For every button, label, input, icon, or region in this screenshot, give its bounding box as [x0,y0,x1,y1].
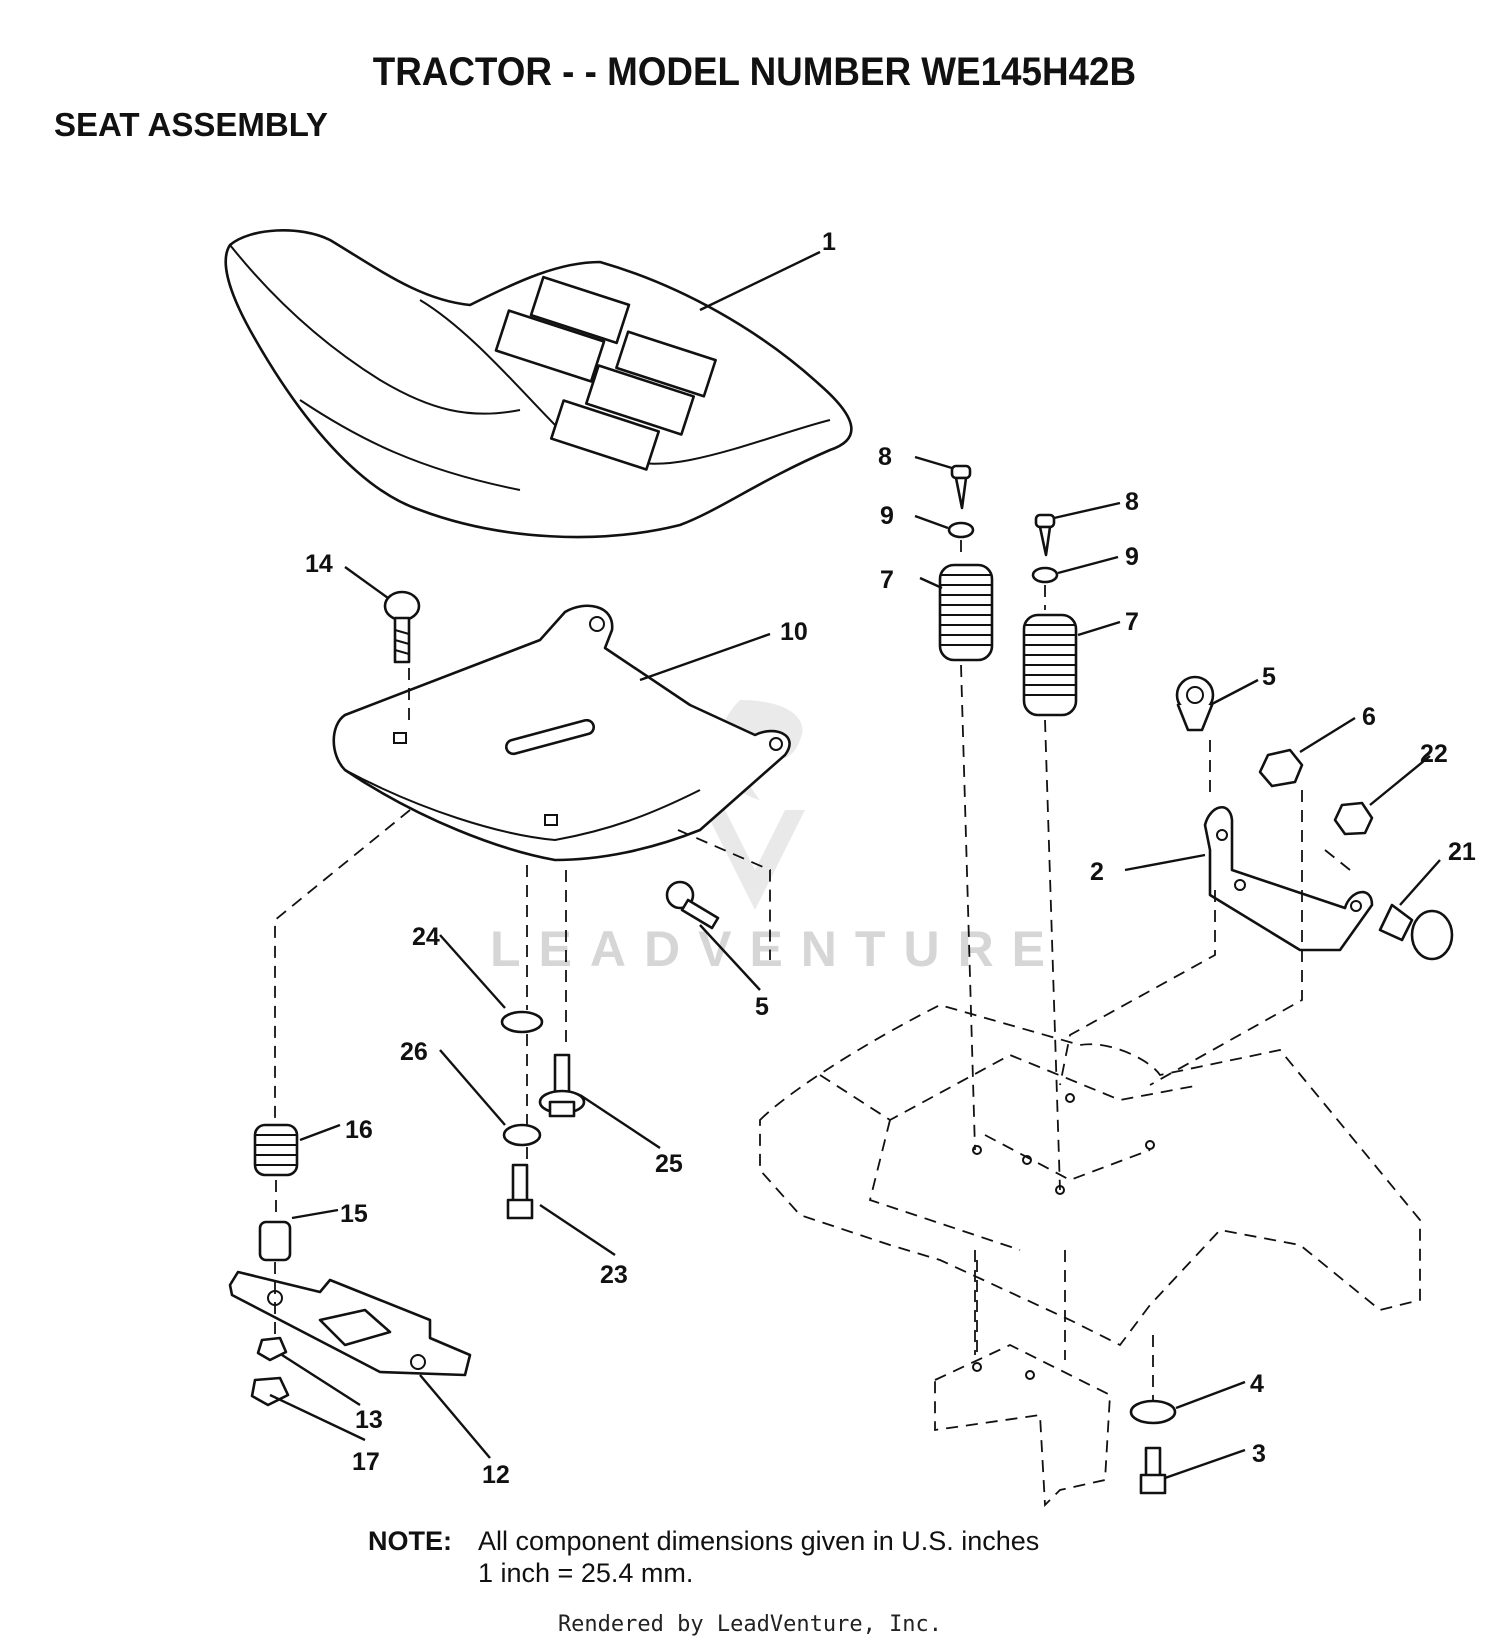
pivot-plate-part-12[interactable] [228,1270,472,1377]
callout-26: 26 [400,1038,428,1066]
callout-4: 4 [1250,1370,1264,1398]
callout-5a: 5 [755,993,769,1021]
washer-part-9-right[interactable] [1031,566,1059,584]
spring-part-7-right[interactable] [1022,613,1078,717]
callout-3: 3 [1252,1440,1266,1468]
callout-24: 24 [412,923,440,951]
callout-7a: 7 [880,566,894,594]
callout-9b: 9 [1125,543,1139,571]
bushing-part-15[interactable] [258,1220,292,1262]
callout-22: 22 [1420,740,1448,768]
page-title: TRACTOR - - MODEL NUMBER WE145H42B [372,50,1137,94]
section-heading: SEAT ASSEMBLY [54,106,328,143]
callout-14: 14 [305,550,333,578]
locknut-part-6[interactable] [1258,748,1304,788]
note-line-1: All component dimensions given in U.S. i… [478,1526,1040,1556]
callout-7b: 7 [1125,608,1139,636]
note-block: NOTE: All component dimensions given in U… [368,1525,1039,1589]
callout-12: 12 [482,1461,510,1489]
washer-part-9-left[interactable] [947,521,975,539]
washer-part-26[interactable] [502,1123,542,1147]
callout-5b: 5 [1262,663,1276,691]
callout-25: 25 [655,1150,683,1178]
callout-13: 13 [355,1406,383,1434]
washer-part-4[interactable] [1129,1399,1177,1425]
flange-bolt-part-25[interactable] [538,1053,586,1118]
note-label: NOTE: [368,1526,452,1556]
clevis-pin-part-8-left[interactable] [950,464,972,510]
seat-part-1[interactable] [224,229,853,539]
callout-leader-lines [269,250,1441,1480]
tractor-frame-outline [759,1004,1421,1508]
callout-10: 10 [780,618,808,646]
callout-8b: 8 [1125,488,1139,516]
bracket-part-2[interactable] [1203,806,1374,952]
callout-9a: 9 [880,502,894,530]
callout-21: 21 [1448,838,1476,866]
callout-8a: 8 [878,443,892,471]
seat-pan-part-10[interactable] [332,604,791,862]
nut-part-13[interactable] [256,1336,288,1362]
carriage-bolt-part-14[interactable] [383,590,421,664]
callout-23: 23 [600,1261,628,1289]
spring-part-7-left[interactable] [938,563,994,662]
callout-2: 2 [1090,858,1104,886]
callout-6: 6 [1362,703,1376,731]
shoulder-bolt-part-21[interactable] [1378,903,1454,961]
assembly-guide-lines [274,540,1351,1400]
callout-numbers: 1 8 9 7 8 9 7 10 14 5 6 22 2 21 24 5 26 … [305,228,1476,1489]
washer-part-24[interactable] [500,1010,544,1034]
callout-16: 16 [345,1116,373,1144]
clip-part-5-left[interactable] [665,880,720,930]
spring-part-16[interactable] [253,1123,299,1177]
nut-part-22[interactable] [1333,801,1374,836]
note-line-2: 1 inch = 25.4 mm. [478,1558,694,1588]
hex-bolt-part-23[interactable] [506,1163,534,1220]
clip-part-5-right[interactable] [1175,675,1215,732]
clevis-pin-part-8-right[interactable] [1034,513,1056,557]
callout-17: 17 [352,1448,380,1476]
watermark-text: LEADVENTURE [490,921,1064,977]
callout-1: 1 [822,228,836,256]
hex-bolt-part-3[interactable] [1139,1446,1167,1495]
callout-15: 15 [340,1200,368,1228]
footer-credit: Rendered by LeadVenture, Inc. [557,1612,943,1637]
